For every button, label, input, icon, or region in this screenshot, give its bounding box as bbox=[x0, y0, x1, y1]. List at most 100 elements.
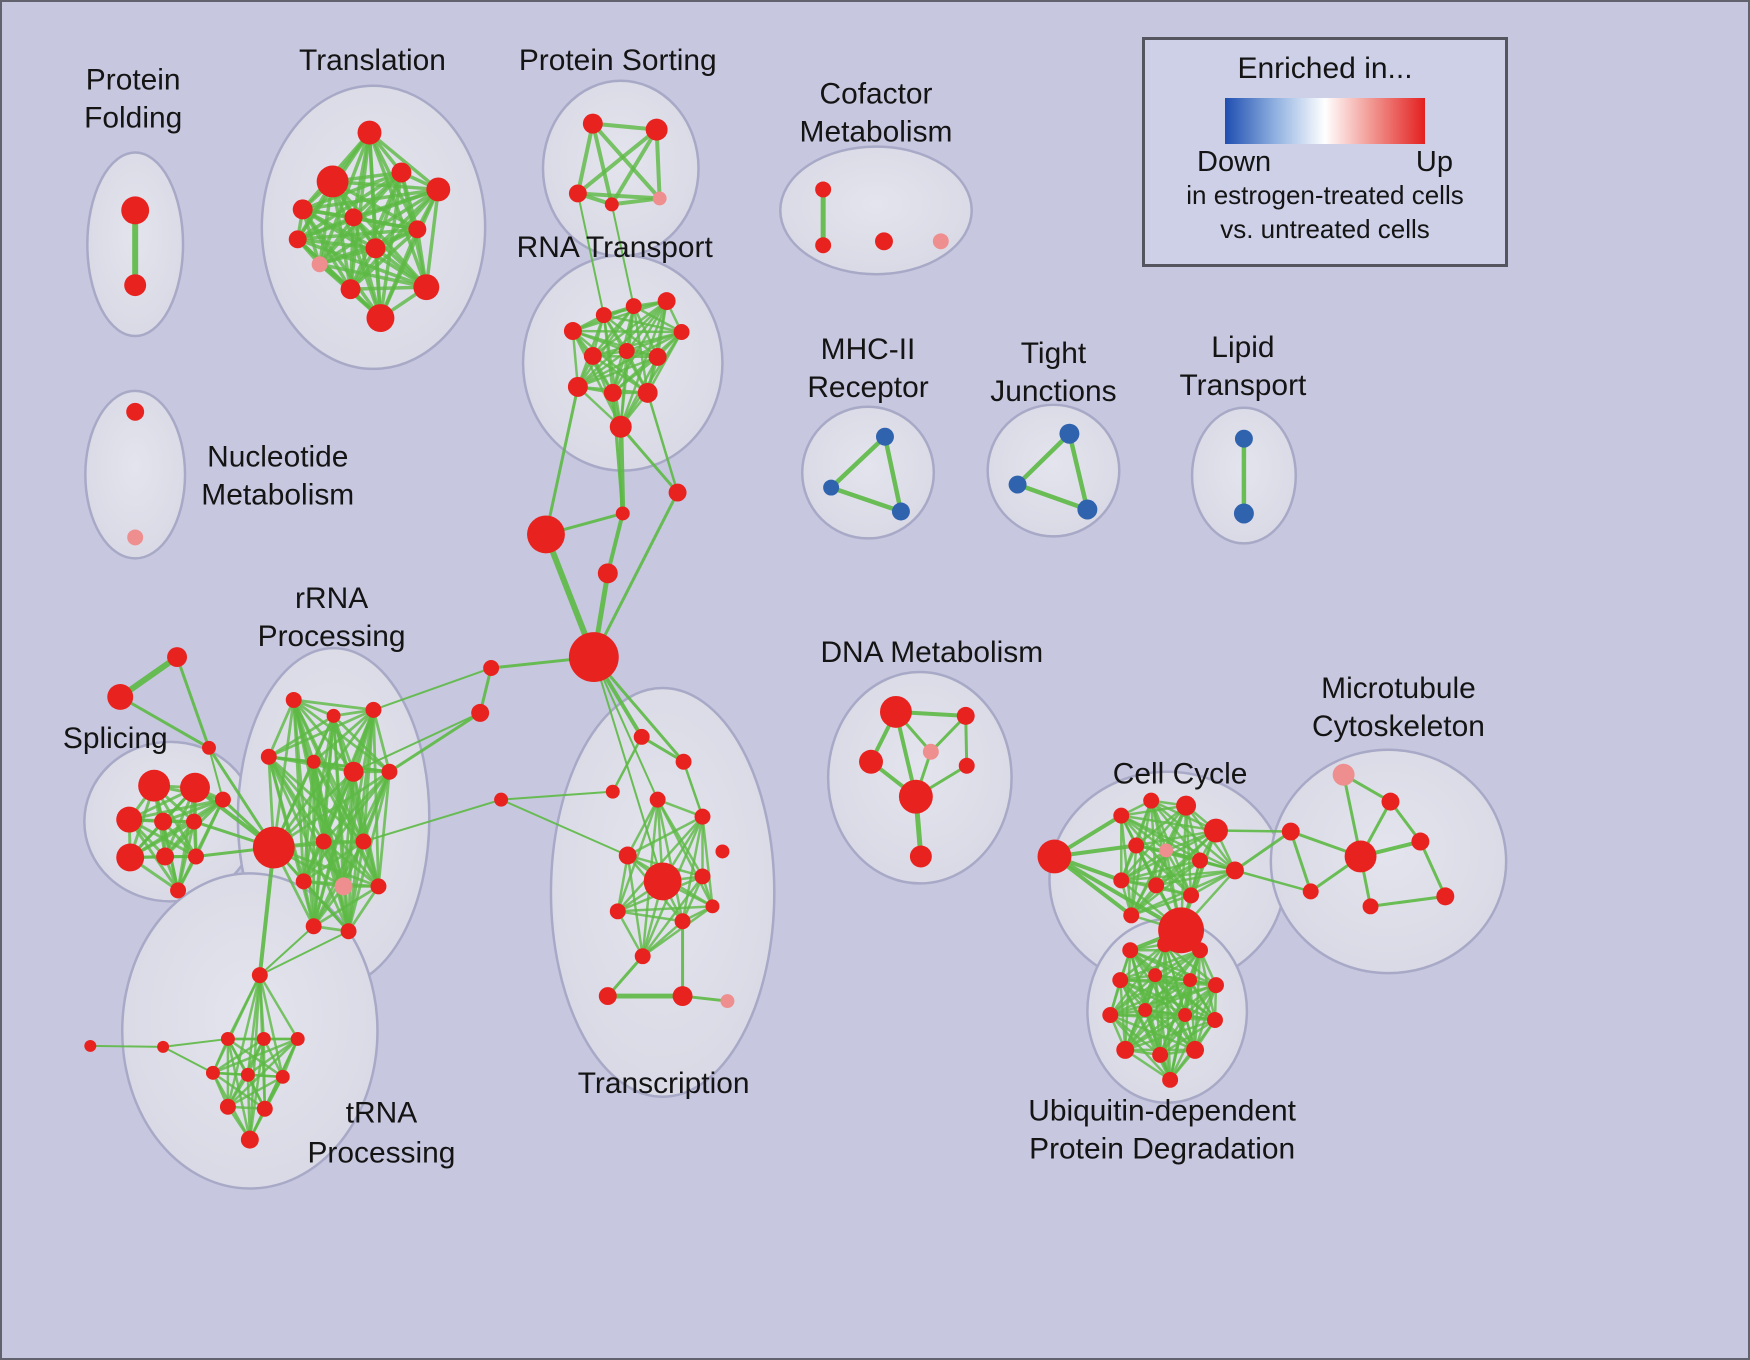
edge bbox=[272, 770, 391, 849]
edge bbox=[625, 330, 683, 353]
edge bbox=[317, 262, 429, 289]
cluster-label-dna-metabolism: DNA Metabolism bbox=[820, 636, 1043, 669]
edge bbox=[372, 667, 493, 711]
node-tx2 bbox=[675, 753, 692, 770]
node-tr_c bbox=[201, 740, 216, 755]
edge bbox=[828, 485, 904, 514]
edge bbox=[571, 299, 668, 333]
edge bbox=[1120, 814, 1168, 852]
node-rt11 bbox=[637, 382, 658, 403]
node-rr8 bbox=[315, 833, 332, 850]
node-mt7 bbox=[1362, 898, 1379, 915]
node-tx10 bbox=[674, 913, 691, 930]
edge bbox=[347, 884, 380, 933]
node-tn10 bbox=[240, 1130, 259, 1149]
edge bbox=[317, 215, 356, 266]
node-rr1 bbox=[285, 691, 302, 708]
node-rr13 bbox=[305, 918, 322, 935]
node-ub4 bbox=[1112, 972, 1129, 989]
edge bbox=[377, 770, 391, 888]
node-sp6 bbox=[116, 843, 145, 872]
edge bbox=[226, 1075, 284, 1108]
node-cn2 bbox=[527, 515, 565, 554]
cluster-label-rrna-processing: rRNA bbox=[295, 582, 368, 615]
node-rr3 bbox=[365, 701, 382, 718]
edge bbox=[701, 815, 714, 908]
node-ps1 bbox=[582, 113, 603, 134]
node-tx12 bbox=[634, 948, 651, 965]
node-tn7 bbox=[275, 1069, 290, 1084]
edge bbox=[1109, 973, 1157, 1017]
node-rt10 bbox=[603, 383, 622, 402]
cluster-label-rrna-processing: Processing bbox=[258, 620, 406, 653]
edge bbox=[626, 854, 644, 958]
edge bbox=[632, 304, 683, 334]
edge bbox=[1134, 804, 1188, 847]
node-tx8 bbox=[715, 844, 730, 859]
edge bbox=[257, 845, 276, 978]
legend-title: Enriched in... bbox=[1237, 52, 1413, 85]
node-nm1 bbox=[126, 402, 145, 421]
cluster-label-ubiquitin-degradation: Ubiquitin-dependent bbox=[1028, 1095, 1296, 1128]
node-tn11 bbox=[157, 1040, 170, 1053]
node-t1 bbox=[357, 120, 382, 145]
edge bbox=[262, 1037, 267, 1110]
node-tx4 bbox=[649, 791, 666, 808]
edge bbox=[300, 207, 383, 320]
edge bbox=[302, 840, 365, 883]
edge bbox=[258, 973, 284, 1079]
node-tn6 bbox=[240, 1067, 255, 1082]
edge bbox=[575, 191, 662, 201]
node-sp4 bbox=[154, 812, 173, 831]
node-t10 bbox=[288, 230, 307, 249]
node-ps2 bbox=[645, 118, 668, 141]
node-cn5 bbox=[483, 660, 500, 677]
edge bbox=[1154, 859, 1202, 887]
node-ub5 bbox=[1148, 968, 1163, 983]
cluster-label-ubiquitin-degradation: Protein Degradation bbox=[1029, 1133, 1295, 1166]
node-rr10 bbox=[295, 873, 312, 890]
node-rr12 bbox=[370, 878, 387, 895]
node-mt5 bbox=[1411, 832, 1430, 851]
node-sp9 bbox=[214, 791, 231, 808]
edge bbox=[424, 187, 441, 289]
edge bbox=[609, 127, 659, 207]
edge bbox=[295, 237, 378, 251]
cluster-label-translation: Translation bbox=[299, 44, 446, 77]
node-cc13 bbox=[1123, 907, 1140, 924]
node-tx9 bbox=[609, 903, 626, 920]
edge bbox=[372, 708, 391, 774]
node-dm2 bbox=[956, 706, 975, 725]
node-mt6 bbox=[1436, 887, 1455, 906]
node-sp10 bbox=[170, 882, 187, 899]
edge bbox=[576, 192, 605, 317]
node-ps5 bbox=[652, 191, 667, 206]
node-tj1 bbox=[1059, 423, 1080, 444]
node-sp7 bbox=[156, 847, 175, 866]
cluster-mhc-ii-receptor bbox=[800, 405, 936, 540]
edge bbox=[592, 656, 659, 801]
node-tx14 bbox=[672, 986, 693, 1007]
edge bbox=[127, 818, 180, 892]
edge bbox=[576, 355, 659, 389]
node-rt9 bbox=[567, 376, 588, 397]
node-t11 bbox=[340, 279, 361, 300]
node-ub11 bbox=[1207, 1012, 1223, 1028]
node-tr_a bbox=[167, 647, 188, 668]
node-ub2 bbox=[1157, 936, 1174, 953]
node-rr2 bbox=[326, 708, 341, 723]
edge bbox=[1120, 814, 1237, 872]
node-cn1 bbox=[668, 483, 687, 502]
node-cc1 bbox=[1037, 839, 1072, 874]
edge bbox=[367, 130, 441, 192]
edge bbox=[246, 1037, 299, 1077]
edge bbox=[258, 925, 315, 977]
edge bbox=[348, 227, 420, 291]
node-t8 bbox=[365, 238, 386, 259]
edge bbox=[616, 905, 714, 913]
cluster-label-mhc-ii-receptor: MHC-II bbox=[821, 333, 916, 366]
node-ub1 bbox=[1122, 942, 1139, 959]
node-pf2 bbox=[124, 274, 147, 297]
node-t7 bbox=[408, 220, 427, 239]
